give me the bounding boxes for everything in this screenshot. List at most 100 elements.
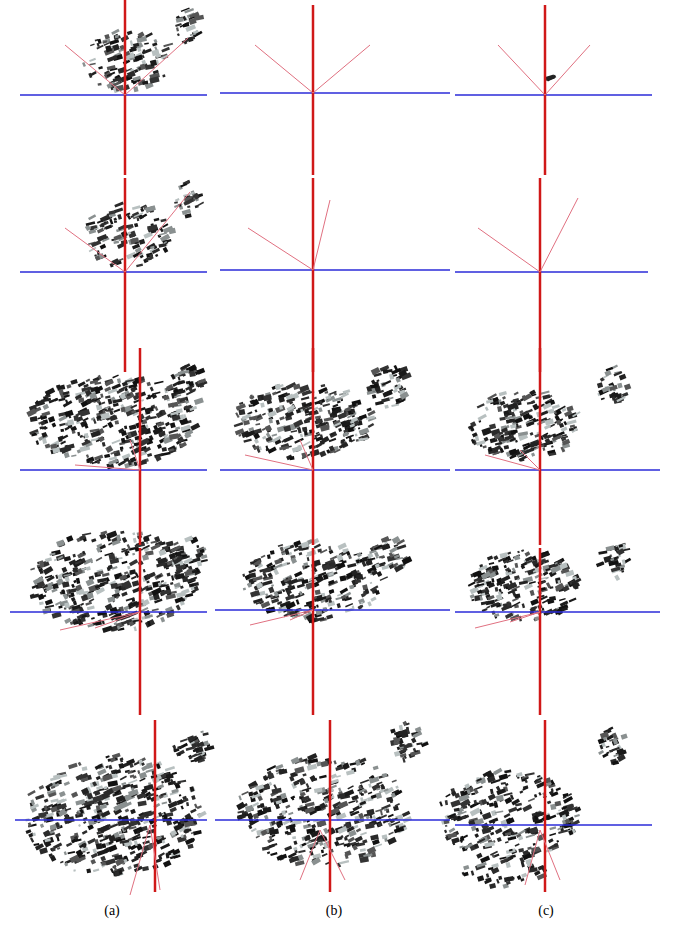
- point-blob: [291, 430, 298, 433]
- point-blob: [196, 545, 199, 548]
- point-blob: [146, 572, 156, 579]
- point-blob: [121, 591, 128, 596]
- point-blob: [328, 410, 331, 415]
- point-blob: [132, 580, 140, 587]
- point-blob: [325, 391, 329, 394]
- point-blob: [114, 202, 123, 208]
- point-blob: [98, 83, 102, 86]
- point-blob: [542, 394, 550, 400]
- point-blob: [319, 450, 326, 457]
- point-blob: [377, 571, 383, 577]
- point-blob: [132, 553, 135, 556]
- point-blob: [91, 538, 96, 542]
- point-blob: [299, 552, 303, 555]
- point-blob: [152, 248, 160, 254]
- point-blob: [154, 406, 158, 411]
- point-blob: [131, 576, 137, 580]
- point-blob: [112, 439, 121, 444]
- point-blob: [622, 392, 629, 397]
- point-blob: [154, 218, 160, 222]
- point-blob: [161, 580, 164, 583]
- point-blob: [168, 402, 178, 408]
- point-blob: [102, 621, 105, 625]
- point-blob: [297, 583, 305, 588]
- point-blob: [296, 599, 300, 604]
- point-blob: [36, 440, 40, 445]
- point-blob: [381, 397, 390, 403]
- point-blob: [129, 569, 136, 575]
- point-blob: [566, 420, 576, 425]
- point-blob: [71, 454, 76, 457]
- point-blob: [294, 438, 304, 444]
- point-blob: [343, 389, 351, 394]
- point-blob: [114, 221, 117, 224]
- point-blob: [124, 425, 127, 429]
- point-blob: [62, 567, 68, 573]
- point-blob: [127, 215, 131, 220]
- point-blob: [65, 410, 74, 418]
- point-blob: [176, 27, 179, 31]
- point-blob: [90, 43, 95, 46]
- point-blob: [152, 42, 157, 46]
- point-blob: [359, 414, 367, 420]
- point-blob: [139, 239, 146, 245]
- point-blob: [343, 432, 348, 436]
- point-blob: [100, 244, 107, 250]
- point-blob: [96, 404, 103, 411]
- point-blob: [143, 569, 146, 572]
- point-blob: [391, 404, 399, 407]
- point-blob: [531, 452, 535, 456]
- point-blob: [307, 557, 310, 561]
- point-blob: [160, 617, 165, 623]
- point-blob: [617, 383, 622, 389]
- point-blob: [190, 423, 200, 431]
- point-blob: [30, 416, 38, 422]
- point-blob: [147, 453, 152, 457]
- point-blob: [30, 568, 35, 571]
- point-blob: [302, 427, 307, 432]
- point-blob: [315, 590, 321, 596]
- point-blob: [175, 426, 180, 430]
- point-blob: [70, 379, 77, 385]
- point-blob: [294, 547, 300, 551]
- point-blob: [66, 535, 73, 542]
- point-blob: [326, 614, 333, 619]
- point-blob: [384, 405, 388, 409]
- point-blob: [117, 214, 122, 220]
- point-blob: [122, 537, 128, 543]
- point-blob: [137, 47, 141, 51]
- point-blob: [389, 374, 394, 380]
- point-blob: [65, 576, 70, 581]
- point-blob: [187, 205, 190, 208]
- point-blob: [530, 432, 534, 436]
- point-blob: [127, 30, 133, 35]
- point-blob: [133, 538, 137, 543]
- point-blob: [113, 408, 120, 412]
- point-blob: [108, 398, 113, 404]
- point-blob: [321, 384, 326, 387]
- point-blob: [107, 55, 118, 62]
- point-blob: [255, 423, 260, 425]
- point-blob: [355, 433, 358, 436]
- point-blob: [102, 442, 106, 447]
- point-blob: [367, 601, 372, 606]
- point-blob: [100, 393, 103, 397]
- point-blob: [294, 571, 303, 578]
- point-blob: [129, 424, 137, 430]
- point-blob: [358, 427, 360, 429]
- point-blob: [478, 414, 487, 421]
- point-blob: [112, 566, 118, 570]
- point-blob: [58, 605, 62, 608]
- point-blob: [91, 617, 95, 620]
- point-blob: [130, 40, 134, 46]
- point-blob: [499, 417, 505, 421]
- point-blob: [318, 407, 323, 412]
- point-blob: [542, 447, 545, 451]
- point-blob: [144, 42, 149, 44]
- point-blob: [489, 424, 496, 430]
- point-blob: [380, 576, 388, 581]
- point-blob: [96, 557, 103, 562]
- point-blob: [300, 434, 303, 438]
- point-blob: [132, 205, 141, 210]
- point-blob: [267, 554, 271, 559]
